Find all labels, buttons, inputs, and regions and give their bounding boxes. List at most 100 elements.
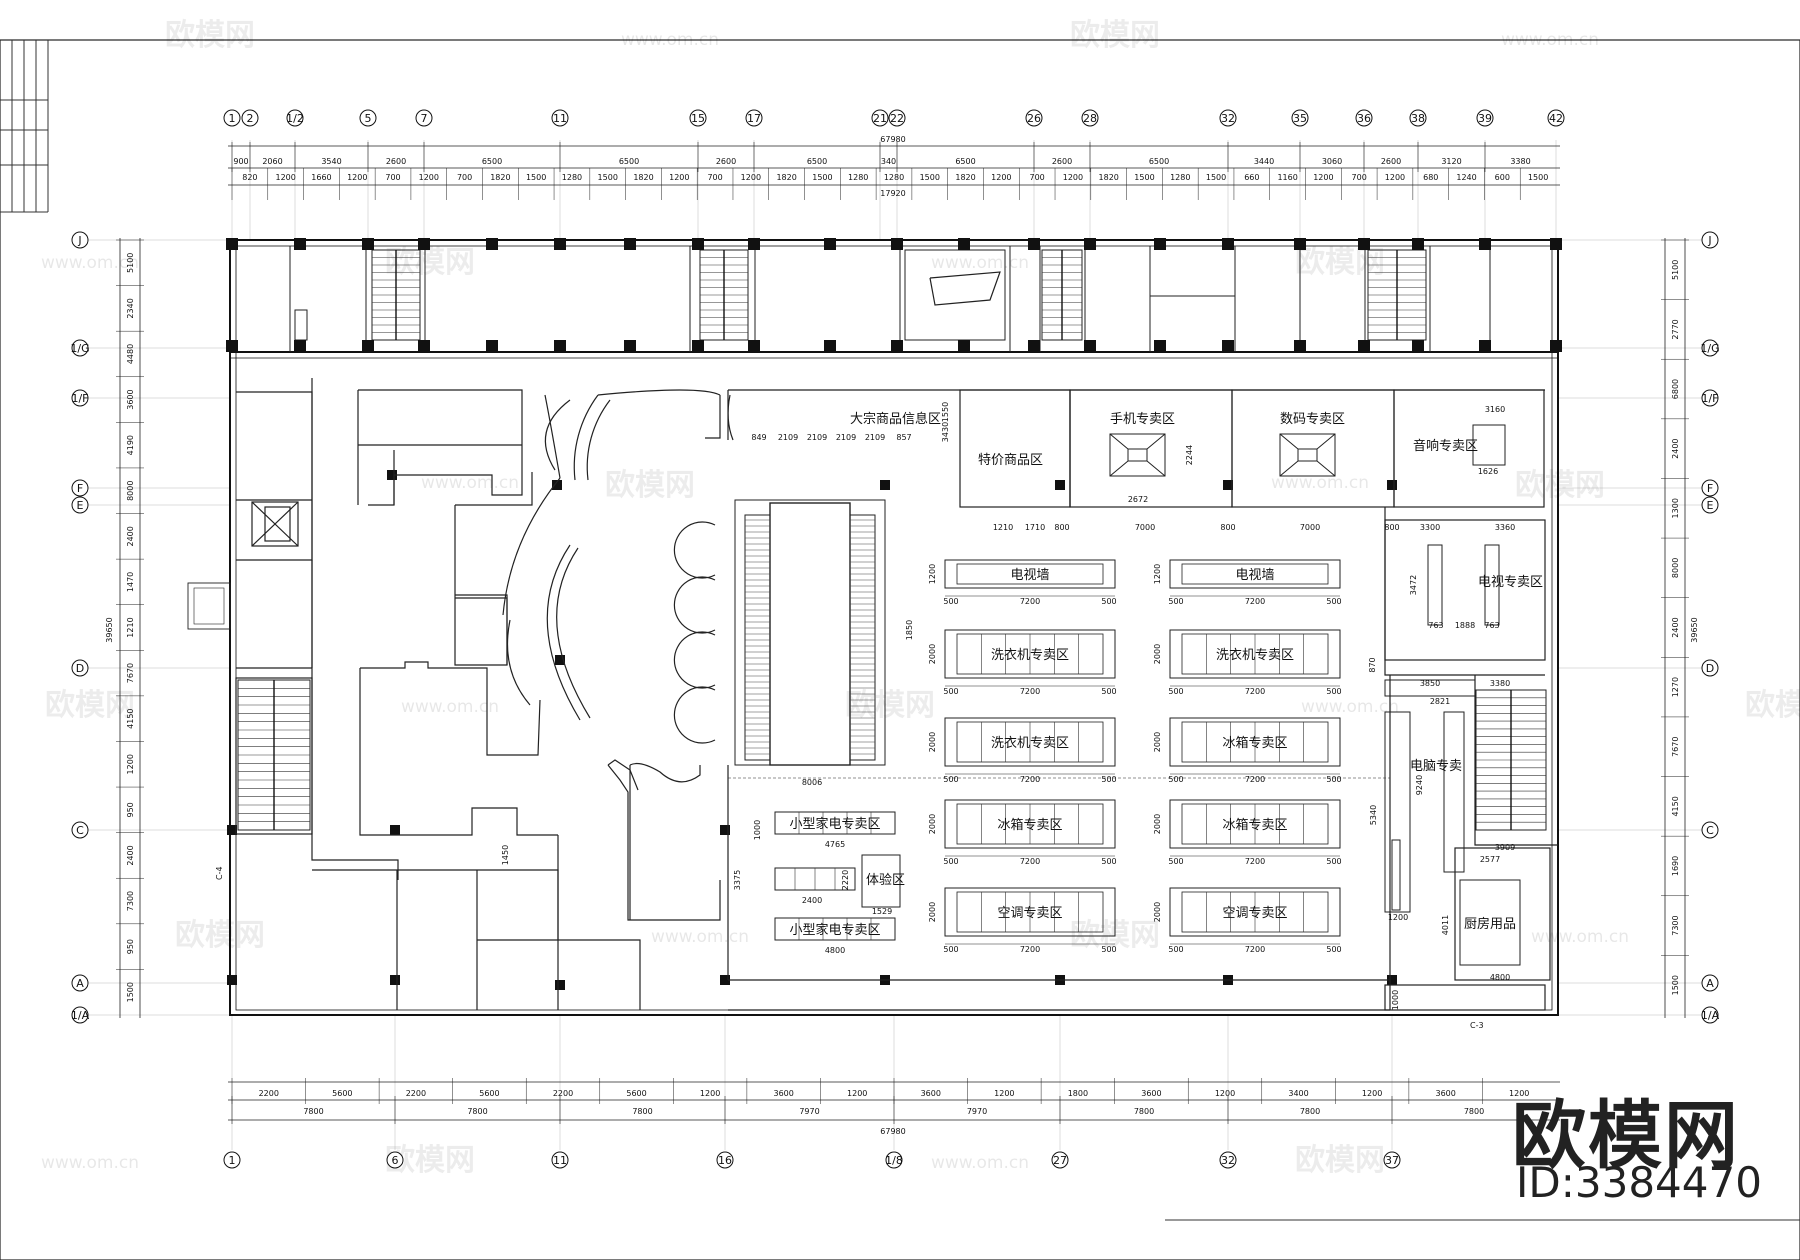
dim-top-minor: 1500	[526, 173, 546, 182]
dim-left-total: 39650	[105, 617, 114, 642]
watermark-url: www.om.cn	[1501, 30, 1599, 50]
dim-right: 1300	[1671, 498, 1680, 518]
watermark-url: www.om.cn	[421, 473, 519, 493]
axis-label-top: 1/2	[286, 112, 304, 125]
dim-row: 800	[1384, 523, 1399, 532]
dim-row: 800	[1054, 523, 1069, 532]
fixture-dim: 7200	[1020, 945, 1040, 954]
axis-bubble	[71, 659, 89, 677]
dim-bottom-minor: 3600	[1435, 1089, 1455, 1098]
fixture-dim: 1000	[753, 820, 762, 840]
axis-bubble	[1219, 109, 1237, 127]
dim-top-minor: 1820	[1099, 173, 1119, 182]
fixture-dim: 7200	[1020, 687, 1040, 696]
dim-bottom-minor: 1200	[1509, 1089, 1529, 1098]
dim-top-major: 2600	[1052, 157, 1072, 166]
axis-label-top: 7	[421, 112, 428, 125]
fixture-dim: 500	[943, 687, 958, 696]
axis-bubble	[716, 1151, 734, 1169]
dim-right: 8000	[1671, 558, 1680, 578]
fixture-dim: 500	[1326, 857, 1341, 866]
axis-bubble	[71, 496, 89, 514]
axis-bubble	[359, 109, 377, 127]
dim-left: 950	[126, 939, 135, 954]
fixture-dim: 2220	[841, 870, 850, 890]
watermark-brand: 欧模网	[1070, 18, 1160, 53]
fixture-dim: 2400	[802, 896, 822, 905]
fixture-dim: 500	[1168, 597, 1183, 606]
watermark-brand: 欧模网	[1295, 1143, 1385, 1178]
atrium-curves	[502, 389, 734, 921]
fixture-label: 空调专卖区	[1222, 906, 1287, 921]
dim-tv: 763	[1428, 621, 1443, 630]
dim-left: 7670	[126, 663, 135, 683]
fixture-dim: 7200	[1020, 597, 1040, 606]
fixture-dim: 2000	[1153, 732, 1162, 752]
watermark-layer: 欧模网欧模网欧模网欧模网欧模网欧模网欧模网欧模网欧模网欧模网欧模网欧模网欧模网w…	[41, 18, 1800, 1178]
dim-top-minor: 1200	[347, 173, 367, 182]
zone-label-tv-shop: 电视专卖区	[1478, 575, 1543, 590]
dim-top-minor: 1280	[884, 173, 904, 182]
dim-top-minor: 700	[1029, 173, 1044, 182]
dim-top-minor: 700	[385, 173, 400, 182]
axis-bubble	[1701, 974, 1719, 992]
dim-computer: 870	[1368, 657, 1377, 672]
dim-top-minor: 1200	[419, 173, 439, 182]
info-dim: 2109	[836, 433, 856, 442]
fixture-label: 电视墙	[1235, 568, 1274, 583]
watermark-brand: 欧模网	[45, 688, 135, 723]
fixture-dim: 500	[1326, 687, 1341, 696]
axis-bubble	[1547, 109, 1565, 127]
dim-top-minor: 1500	[1134, 173, 1154, 182]
dim-row: 1710	[1025, 523, 1045, 532]
dim-bottom-minor: 1200	[994, 1089, 1014, 1098]
dim-right: 2770	[1671, 319, 1680, 339]
section-mark-c3: C-3	[1470, 1021, 1484, 1030]
zone-label-special: 特价商品区	[978, 453, 1043, 468]
fixture-dim: 500	[1326, 945, 1341, 954]
dim-top-minor: 660	[1244, 173, 1259, 182]
dim-top-major: 2060	[262, 157, 282, 166]
fixture-dim: 2000	[928, 814, 937, 834]
fixture-dim: 500	[1101, 597, 1116, 606]
axis-bubble	[1051, 1151, 1069, 1169]
fixture-label: 洗衣机专卖区	[1216, 647, 1294, 663]
fixture-dim: 500	[943, 857, 958, 866]
dim-computer: 2821	[1430, 697, 1450, 706]
fixture-dim: 500	[1168, 775, 1183, 784]
axis-label-left: F	[77, 482, 83, 495]
fixture-dim: 2000	[1153, 644, 1162, 664]
columns-north	[226, 238, 1562, 352]
watermark-url: www.om.cn	[401, 697, 499, 717]
info-dim: 2109	[865, 433, 885, 442]
axis-label-bottom: 6	[392, 1154, 399, 1167]
zone-label-kitchen: 厨房用品	[1464, 916, 1516, 932]
dim-kitchen: 2577	[1480, 855, 1500, 864]
dim-row: 3360	[1495, 523, 1515, 532]
dim-left: 3600	[126, 389, 135, 409]
axis-bubble	[386, 1151, 404, 1169]
dim-top-minor: 1200	[741, 173, 761, 182]
axis-label-right: 1/F	[1701, 392, 1718, 405]
dim-top-major: 900	[233, 157, 248, 166]
fixture-dim: 500	[1326, 597, 1341, 606]
fixture-dim: 1200	[1153, 564, 1162, 584]
zone-label-experience: 体验区	[866, 872, 905, 888]
dim-kitchen: 4011	[1441, 915, 1450, 935]
fixture-dim: 500	[943, 945, 958, 954]
dim-top-major: 2600	[1381, 157, 1401, 166]
dim-top-major: 3060	[1322, 157, 1342, 166]
axis-bubble	[1701, 231, 1719, 249]
dim-top-minor: 1240	[1456, 173, 1476, 182]
axis-bubble	[1355, 109, 1373, 127]
dim-special: 3430	[941, 422, 950, 442]
fixture-label: 洗衣机专卖区	[991, 647, 1069, 663]
dim-audio: 3160	[1485, 405, 1505, 414]
dim-bottom-minor: 1200	[1362, 1089, 1382, 1098]
dim-right: 2400	[1671, 617, 1680, 637]
dim-computer: 1200	[1388, 913, 1408, 922]
axis-bubble	[71, 1006, 89, 1024]
axis-bubble	[551, 109, 569, 127]
fixture-dim: 500	[1168, 945, 1183, 954]
